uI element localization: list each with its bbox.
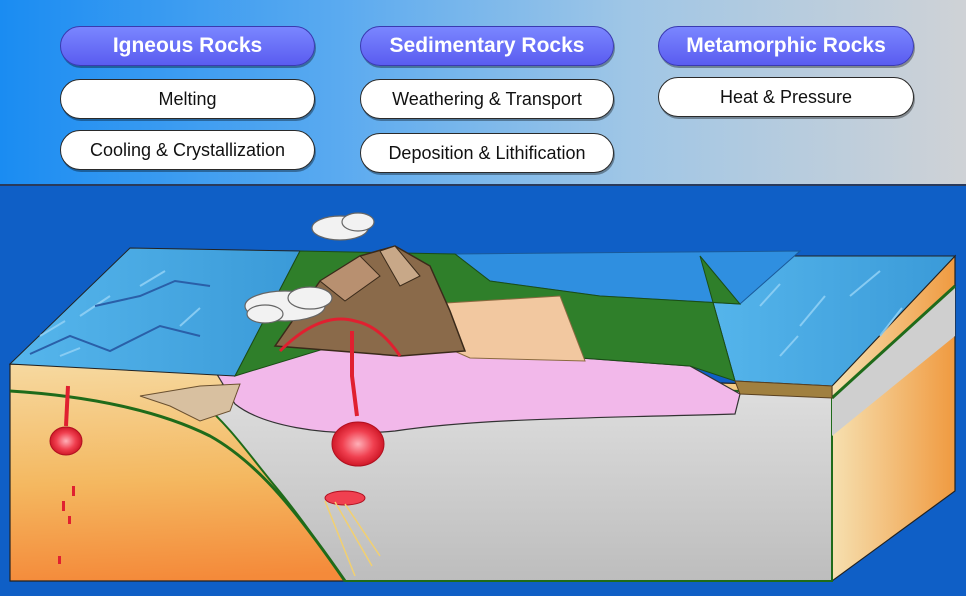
rock-cycle-button-panel: Igneous Rocks Melting Cooling & Crystall…: [0, 0, 966, 186]
metamorphic-rocks-button[interactable]: Metamorphic Rocks: [658, 26, 914, 66]
sedimentary-rocks-button[interactable]: Sedimentary Rocks: [360, 26, 614, 66]
cooling-crystallization-button[interactable]: Cooling & Crystallization: [60, 130, 315, 170]
weathering-transport-button[interactable]: Weathering & Transport: [360, 79, 614, 119]
deposition-lithification-button[interactable]: Deposition & Lithification: [360, 133, 614, 173]
ocean-surface: [8, 247, 957, 387]
igneous-rocks-button[interactable]: Igneous Rocks: [60, 26, 315, 66]
heat-pressure-button[interactable]: Heat & Pressure: [658, 77, 914, 117]
magma-chamber: [49, 421, 385, 577]
geology-block-diagram: [0, 186, 966, 596]
melting-button[interactable]: Melting: [60, 79, 315, 119]
volcanic-ash-clouds: [244, 212, 375, 324]
cross-section-illustration: [8, 212, 957, 583]
metamorphic-zone: [214, 340, 741, 434]
subducting-oceanic-plate: [9, 389, 347, 582]
magma-conduits: [64, 331, 359, 427]
volcano-mountains: [273, 245, 467, 357]
